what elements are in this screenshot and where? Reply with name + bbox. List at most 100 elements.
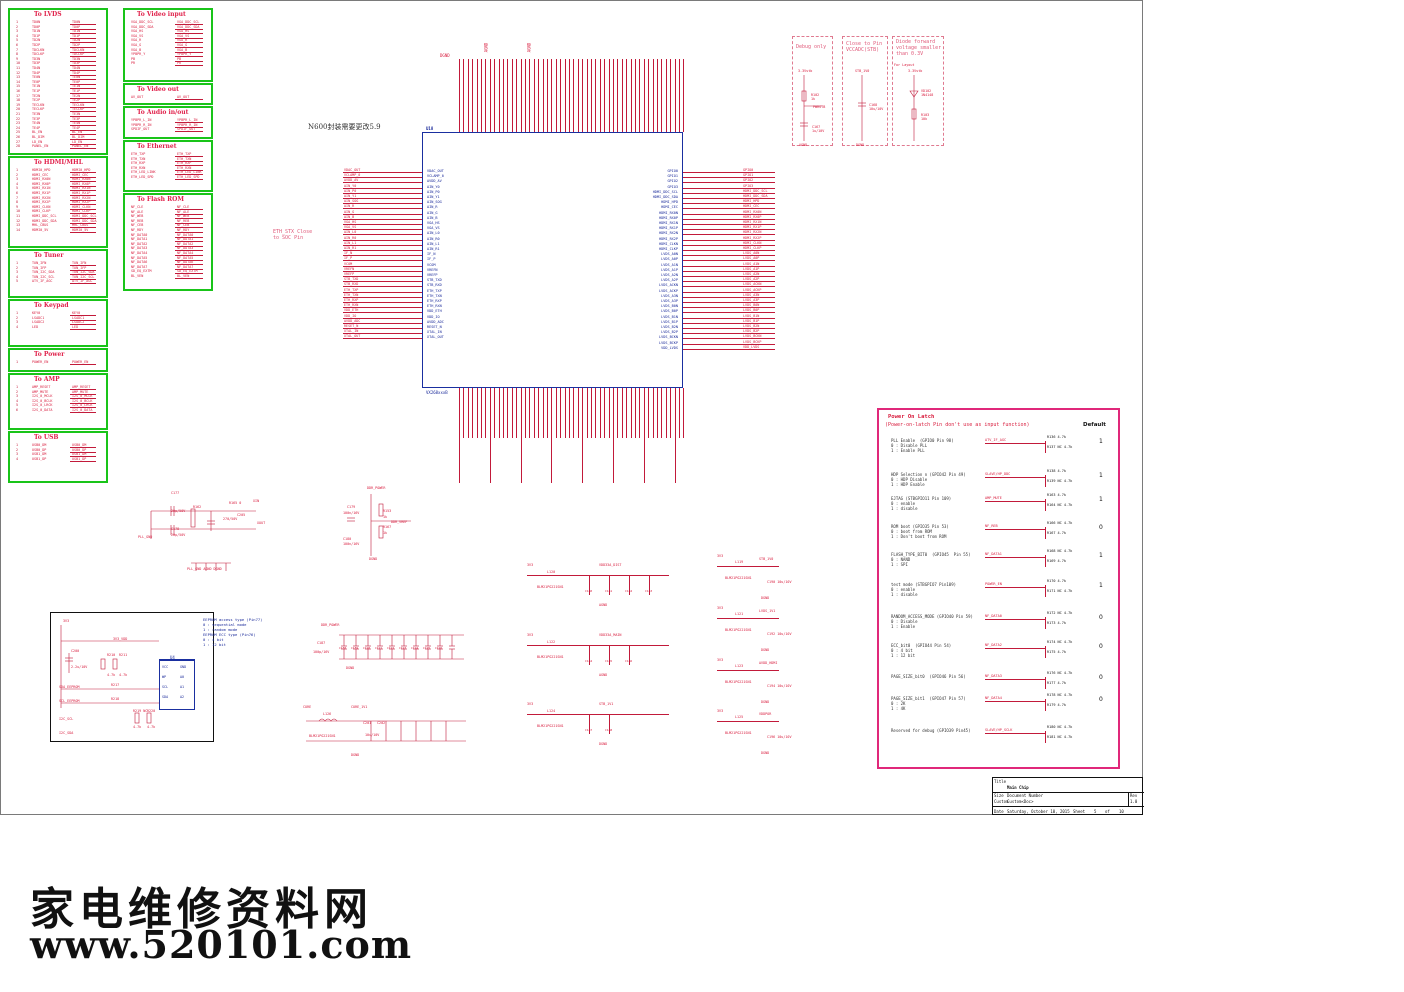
- mid-pin-net: BL_VEN: [177, 274, 190, 278]
- left-pin-line: [70, 88, 96, 90]
- filter-cap: C180: [585, 589, 593, 593]
- chip-left-pin: AIN_B: [427, 215, 438, 220]
- left-pin-num: 10: [16, 209, 21, 214]
- filter-cap: C187: [585, 728, 593, 732]
- latch-row-line: [985, 619, 1045, 620]
- chip-right-line: [683, 172, 775, 173]
- eeprom-label: I2C_SCL: [59, 717, 74, 721]
- chip-right-line: [683, 218, 775, 220]
- chip-top-pin: [621, 59, 623, 132]
- debug-box-1-title: Debug only: [796, 44, 827, 50]
- left-pin-line: [70, 398, 96, 400]
- eeprom-label: 4.7k: [147, 725, 156, 729]
- left-pin-label: TD2N: [32, 38, 41, 43]
- chip-top-pin: [639, 59, 641, 132]
- chip-top-pin: [577, 59, 579, 132]
- left-pin-num: 3: [16, 270, 19, 275]
- rfilter-line: [717, 618, 779, 619]
- left-pin-label: TE2N: [32, 93, 41, 98]
- left-pin-label: TDCLKP: [32, 52, 45, 57]
- latch-row-net: NF_DATA2: [985, 643, 1002, 647]
- left-pin-line: [70, 274, 96, 276]
- ddr-cap-label: C190: [363, 646, 371, 650]
- eeprom-label: R220: [147, 709, 156, 713]
- core-label: 10u/10V: [365, 733, 380, 737]
- latch-subtitle: (Power-on-latch Pin don't use as input f…: [885, 422, 1030, 428]
- latch-row-res: R174 NC 4.7k: [1047, 640, 1073, 644]
- mid-pin-net: ETH_TXP: [177, 152, 192, 156]
- chip-left-pin: AIN_Y0: [427, 184, 440, 189]
- left-pin-net: HDMI0_5V: [72, 227, 89, 232]
- ddr-cap-label: C193: [399, 646, 407, 650]
- left-pin-label: USB0_DP: [32, 447, 47, 452]
- left-pin-net: HDMI_CLKP: [72, 209, 91, 214]
- chip-bottom-pin: [582, 388, 584, 483]
- left-pin-label: HDMI_CLKP: [32, 209, 51, 214]
- left-pin-line: [70, 456, 96, 458]
- chip-top-pin: [613, 59, 614, 132]
- latch-row-desc: PAGE_SIZE_bit1 (GPIO47 Pin 57) 0 : 2K 1 …: [891, 696, 966, 711]
- latch-row-desc: EJTAG (STBGPIO11 Pin 109) 0 : enable 1 :…: [891, 496, 952, 511]
- left-pin-label: LSADC1: [32, 315, 45, 320]
- left-pin-line: [70, 222, 96, 224]
- mid-pin-line: [175, 179, 203, 180]
- chip-bottom-pin: [459, 388, 460, 483]
- chip-right-pin: LVDS_B0P: [661, 309, 678, 314]
- chip-top-pin: [591, 59, 592, 132]
- mid-group-title-4: To Flash ROM: [137, 196, 184, 203]
- latch-row-default: 0: [1099, 643, 1103, 650]
- core-label: DGND: [351, 753, 360, 757]
- chip-bottom-pin: [635, 388, 636, 438]
- pll-label: 20p/50V: [171, 533, 186, 537]
- left-pin-line: [70, 199, 96, 201]
- latch-row-net: SLAVE/HP_DDC: [985, 472, 1011, 476]
- chip-right-pin: LVDS_A3N: [661, 293, 678, 298]
- chip-left-net: STB_RXD: [344, 282, 359, 287]
- left-pin-net: ATV_IF_AGC: [72, 279, 93, 284]
- chip-right-line: [683, 203, 775, 205]
- chip-right-pin: LVDS_ACKN: [659, 283, 678, 288]
- debug-box-3-title: Diode forward voltage smaller than 0.3V: [896, 39, 942, 57]
- filter-ref: L120: [547, 570, 556, 574]
- mid-pin-line: [175, 236, 203, 238]
- latch-row-net: NF_DATA4: [985, 696, 1002, 700]
- left-pin-num: 12: [16, 70, 21, 75]
- latch-row-nc: R173 4.7k: [1047, 621, 1066, 625]
- mid-pin-line: [175, 37, 203, 39]
- mid-pin-net: VGA_DDC_SCL: [177, 20, 200, 24]
- chip-top-pin: [564, 59, 566, 132]
- chip-bottom-pin: [604, 388, 606, 438]
- mid-pin-label: PB: [131, 56, 136, 61]
- left-pin-label: AMP_RESET: [32, 385, 51, 389]
- chip-left-pin: IF_P: [427, 257, 436, 262]
- left-pin-num: 2: [16, 315, 19, 320]
- chip-left-pin: AIN_L1: [427, 241, 440, 246]
- mid-pin-net: VGA_B: [177, 47, 188, 52]
- chip-right-net: HDMI_DDC_SCL: [743, 188, 768, 193]
- chip-left-line: [343, 198, 422, 199]
- chip-bottom-pin: [533, 388, 535, 438]
- eeprom-pin: SDA: [162, 695, 169, 699]
- filter-part: BLM21PG221SN1: [537, 585, 564, 589]
- left-pin-label: HDMI0_HPD: [32, 168, 51, 172]
- filter-cap-line: [629, 575, 630, 595]
- left-pin-line: [70, 148, 96, 150]
- eeprom-note: 0 : 4 bit: [203, 637, 224, 642]
- mid-pin-label: NF_DATA3: [131, 246, 148, 251]
- ddr-cap-label: 100p/16V: [313, 650, 330, 654]
- eeprom-block: EEPROM access type (Pin77)0 : sequential…: [50, 612, 262, 742]
- mid-pin-line: [175, 245, 203, 247]
- debug-label: For Layout: [894, 63, 915, 67]
- mid-pin-line: [175, 28, 203, 30]
- filter-cap-line: [609, 645, 610, 665]
- tb-docnum-label: Document Number: [1007, 793, 1044, 798]
- left-pin-label: TD0N: [32, 20, 41, 24]
- ddr-cap-label: DGND: [346, 666, 355, 670]
- mid-pin-label: VGA_DDC_SDA: [131, 24, 154, 29]
- chip-right-pin: GPIO0: [667, 169, 678, 173]
- chip-top-pin: [538, 59, 540, 132]
